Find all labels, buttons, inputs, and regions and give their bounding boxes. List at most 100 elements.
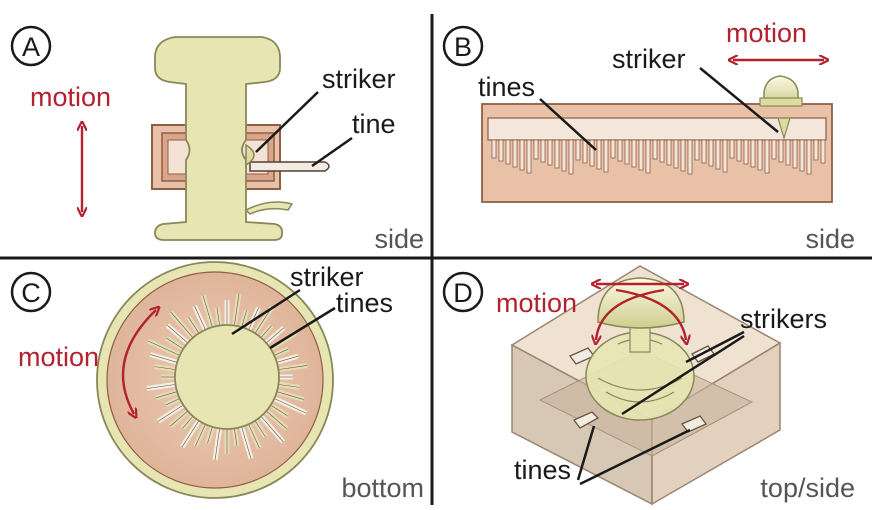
- panel-b: B motion striker tines side: [442, 18, 855, 254]
- panel-b-tine: [491, 139, 497, 159]
- panel-c-tine-outline: [157, 403, 186, 422]
- panel-b-motion-label: motion: [726, 18, 807, 48]
- panel-b-striker-knob: [763, 75, 799, 105]
- panel-c-letter-circle: [10, 271, 52, 313]
- panel-b-tine: [624, 139, 630, 165]
- panel-d-strikers-leader-1: [685, 330, 745, 364]
- panel-a-plunger: [154, 36, 284, 241]
- panel-c-tine-outline: [253, 418, 266, 437]
- panel-b-tine: [631, 139, 637, 168]
- panel-d: D motion strikers tines top/side: [442, 265, 855, 506]
- panel-b-tine: [715, 139, 721, 170]
- panel-c-tine-outline: [182, 414, 195, 429]
- panel-c-letter: C: [21, 278, 41, 308]
- panel-a-motion-label: motion: [30, 82, 111, 112]
- panel-b-tine: [603, 139, 609, 173]
- panel-d-letter-circle: [442, 271, 484, 313]
- panel-b-tine: [680, 139, 686, 172]
- panel-d-strikers-leader-2: [621, 334, 745, 416]
- panel-b-striker-leader: [699, 67, 779, 133]
- panel-b-tine: [512, 139, 518, 168]
- panel-c-tine-outline: [274, 355, 299, 364]
- panel-a-tine-leader: [311, 136, 353, 168]
- panel-b-tine: [687, 139, 693, 175]
- panel-b-tine: [610, 139, 616, 159]
- panel-b-tine: [526, 139, 532, 174]
- panel-a: A motion striker tine side: [10, 25, 424, 254]
- panel-c-striker-leader: [231, 288, 301, 336]
- panel-c-tine-outline: [166, 337, 186, 351]
- panel-d-strikers-label: strikers: [740, 304, 827, 334]
- panel-d-tines-leader-2: [579, 428, 691, 486]
- panel-c-tine-outline: [253, 307, 273, 336]
- panel-b-tine: [729, 139, 735, 159]
- panel-b-tine: [582, 139, 588, 164]
- panel-d-tines-leader-1: [576, 425, 596, 481]
- panel-b-tine: [596, 139, 602, 170]
- panel-c-tine-outline: [276, 383, 300, 388]
- panel-b-letter: B: [454, 32, 472, 62]
- panel-b-tine: [820, 139, 826, 164]
- panel-a-letter: A: [22, 32, 40, 62]
- panel-c-tine-outline: [240, 310, 247, 330]
- panel-b-tine: [785, 139, 791, 166]
- panel-b-letter-circle: [442, 25, 484, 67]
- panel-b-tine: [533, 139, 539, 160]
- panel-b-tine: [736, 139, 742, 162]
- panel-d-motion-arc-right: [615, 288, 686, 340]
- panel-b-tine: [694, 139, 700, 161]
- panel-c-tine-outline: [170, 409, 190, 427]
- panel-c-tine-outline: [207, 424, 214, 444]
- panel-c-tine-outline: [264, 327, 284, 345]
- panel-b-tine: [617, 139, 623, 162]
- panel-b-tine: [645, 139, 651, 174]
- panel-b-tines-leader: [539, 98, 597, 151]
- panel-c-tine-outline: [268, 403, 288, 417]
- panel-c-tines-leader: [269, 306, 336, 350]
- panel-b-tine: [519, 139, 525, 171]
- panel-c-tine-outline: [272, 397, 307, 414]
- panel-a-hook: [244, 201, 294, 215]
- panel-a-striker-label: striker: [322, 64, 396, 94]
- panel-d-view-label: top/side: [760, 473, 855, 503]
- panel-b-tine: [701, 139, 707, 164]
- panel-c-tine-outline: [233, 293, 240, 328]
- panel-c-tine-outline: [194, 305, 207, 332]
- panel-c-tine-outline: [181, 418, 201, 447]
- panel-d-letter: D: [453, 278, 473, 308]
- panel-b-tine: [652, 139, 658, 160]
- panel-c-tine-outline: [195, 422, 207, 447]
- panel-b-tine: [778, 139, 784, 163]
- panel-c-tine-outline: [170, 311, 195, 340]
- panel-c-striker-disk: [174, 324, 280, 430]
- panel-b-tine: [757, 139, 763, 171]
- panel-a-view-label: side: [374, 224, 424, 254]
- panel-c-tine-outline: [264, 409, 287, 429]
- panel-a-tine: [249, 161, 330, 172]
- panel-c-striker-label: striker: [290, 262, 364, 292]
- panel-b-tine: [806, 139, 812, 175]
- panel-d-motion-label: motion: [496, 288, 577, 318]
- panel-b-tine: [750, 139, 756, 168]
- panel-c-tine-outline: [216, 307, 221, 328]
- panel-b-tine: [708, 139, 714, 167]
- panel-a-letter-circle: [10, 25, 52, 67]
- panel-b-tine: [722, 139, 728, 173]
- panel-b-tine: [764, 139, 770, 174]
- panel-d-tines-label: tines: [514, 455, 571, 485]
- panel-b-tine: [666, 139, 672, 166]
- panel-c-motion-arrow: [121, 310, 156, 414]
- panel-b-tine: [554, 139, 560, 169]
- panel-a-tine-label: tine: [352, 109, 396, 139]
- panel-b-tine: [498, 139, 504, 162]
- panel-b-tine: [540, 139, 546, 163]
- panel-b-striker-base: [759, 97, 803, 107]
- panel-b-tines: [491, 139, 826, 175]
- panel-c-tine-outline: [259, 325, 272, 340]
- panel-c-tine-outline: [259, 414, 284, 443]
- panel-c-tine-outline: [240, 424, 252, 459]
- panel-c-tines: [146, 293, 308, 461]
- panel-d-motion-arc-left: [596, 288, 665, 340]
- panel-b-tine: [575, 139, 581, 161]
